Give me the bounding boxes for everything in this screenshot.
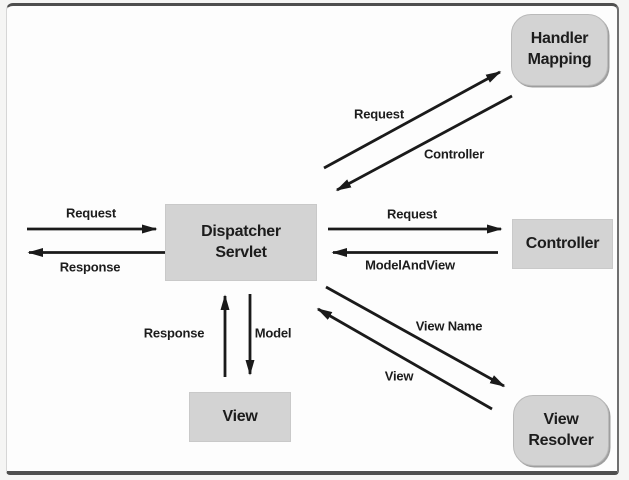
edge-label-controller-request: Request [387, 206, 437, 222]
edge-label-controller-modelandview: ModelAndView [365, 257, 455, 273]
edge-label-view-response: Response [143, 325, 205, 341]
edge-label-client-request: Request [66, 205, 116, 221]
node-view: View [189, 392, 291, 442]
arrow-view-resolver-view-to-dispatcher [316, 307, 493, 411]
arrow-dispatcher-request-to-handler-mapping [323, 70, 502, 170]
node-controller: Controller [512, 219, 613, 269]
edge-label-view: View [384, 368, 414, 384]
arrow-handler-mapping-controller-to-dispatcher [335, 94, 513, 192]
node-dispatcher-servlet: Dispatcher Servlet [165, 204, 317, 281]
edge-label-client-response: Response [59, 259, 121, 275]
node-view-resolver: View Resolver [513, 395, 609, 466]
arrow-dispatcher-view-name-to-view-resolver [325, 285, 506, 388]
edge-label-view-name: View Name [415, 318, 483, 334]
edge-label-view-model: Model [254, 325, 292, 341]
edge-label-handler-mapping-controller: Controller [423, 146, 485, 162]
node-handler-mapping: Handler Mapping [511, 14, 608, 86]
edge-label-handler-mapping-request: Request [354, 106, 404, 122]
